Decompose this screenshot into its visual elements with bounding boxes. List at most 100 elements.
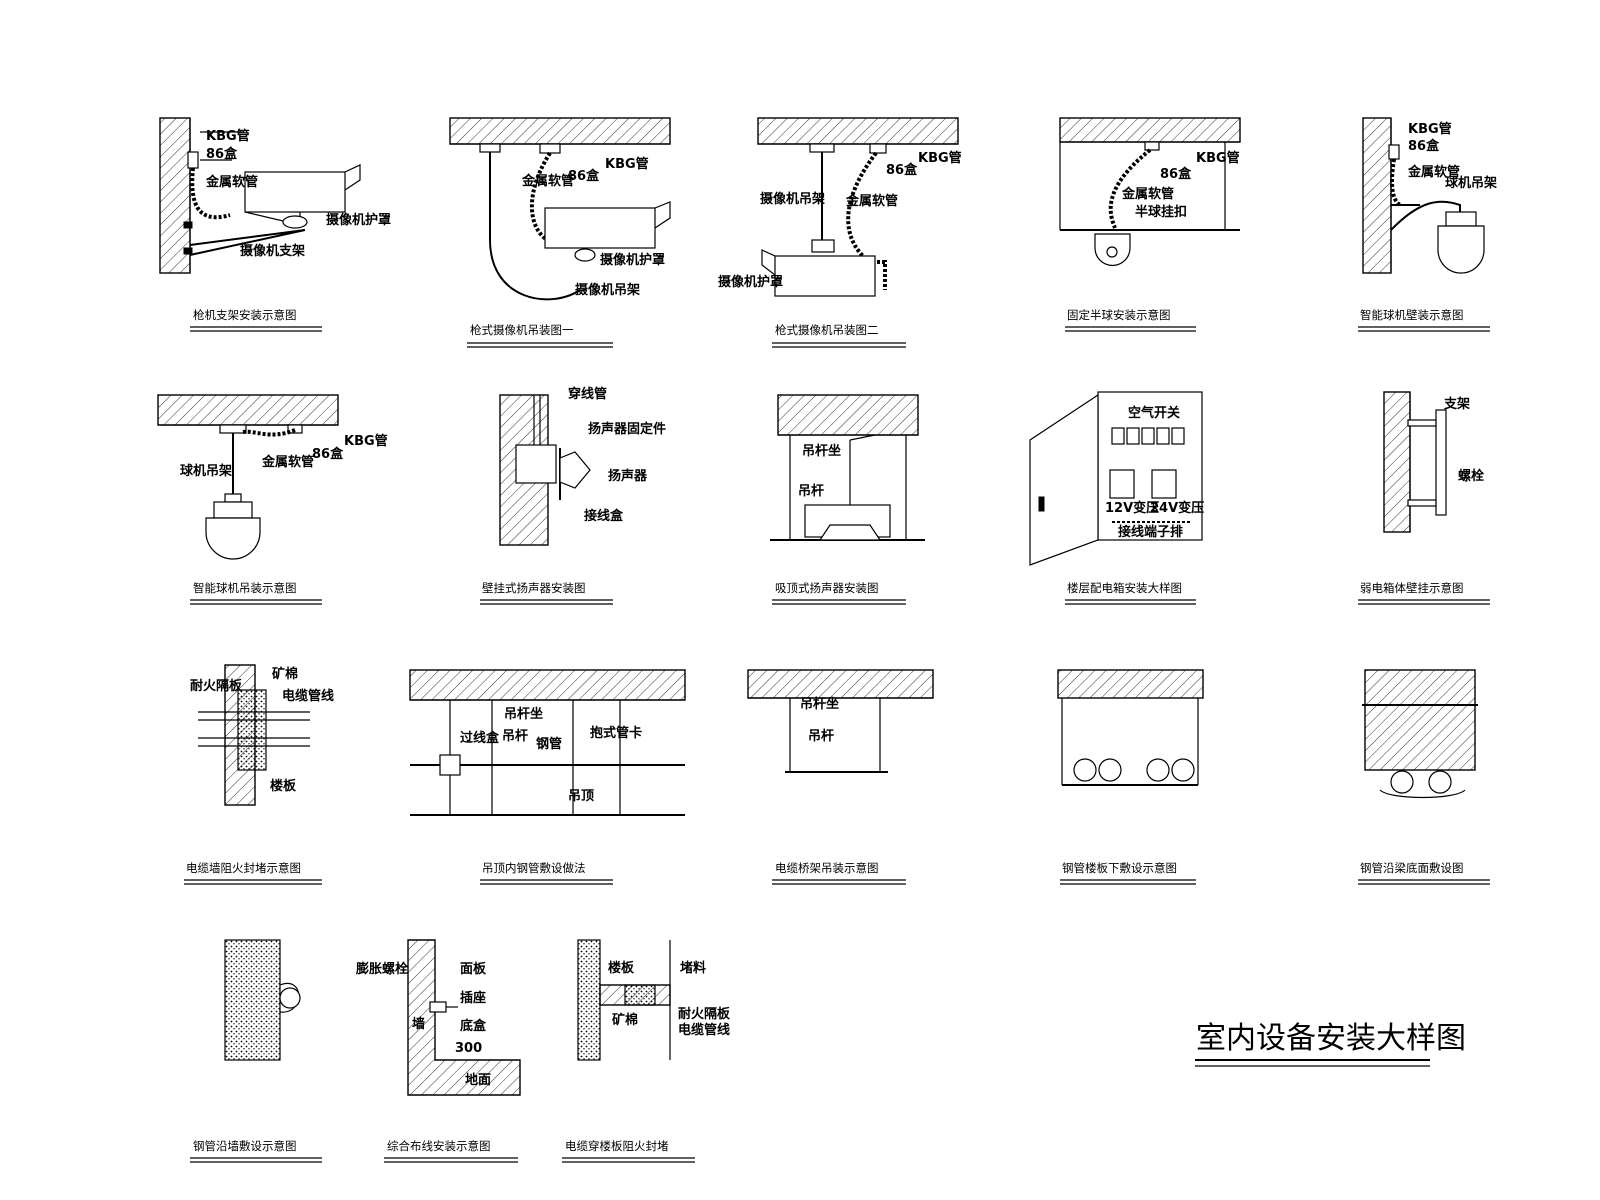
label-metal-hose: 金属软管 [521, 173, 574, 189]
label-dome-clip: 半球挂扣 [1135, 204, 1187, 220]
detail-box-wall-mount: 支架 螺栓 [1383, 391, 1484, 533]
label-86-box: 86盒 [568, 168, 600, 184]
label-kbg-pipe: KBG管 [206, 128, 250, 144]
label-fire-board: 耐火隔板 [190, 678, 243, 694]
detail-wall-firestop: 耐火隔板 矿棉 电缆管线 楼板 [190, 664, 334, 806]
detail-speed-dome-ceiling: KBG管 86盒 金属软管 球机吊架 [157, 394, 388, 560]
detail-ceiling-conduit: 过线盒 吊杆坐 吊杆 钢管 抱式管卡 吊顶 [409, 669, 686, 816]
label-12v-transformer: 12V变压 [1105, 500, 1159, 516]
caption-text: 综合布线安装示意图 [387, 1139, 491, 1153]
caption-1: 枪机支架安装示意图 [190, 308, 322, 332]
caption-9: 楼层配电箱安装大样图 [1065, 581, 1196, 605]
label-rod: 吊杆 [502, 728, 528, 744]
label-camera-housing: 摄像机护罩 [600, 252, 665, 268]
caption-12: 吊顶内钢管敷设做法 [480, 861, 613, 885]
caption-text: 钢管沿梁底面敷设图 [1360, 861, 1464, 875]
caption-16: 钢管沿墙敷设示意图 [190, 1139, 322, 1163]
caption-text: 电缆墙阻火封堵示意图 [186, 861, 301, 875]
label-conduit: 穿线管 [568, 386, 607, 402]
label-pull-box: 过线盒 [460, 730, 500, 746]
label-metal-hose: 金属软管 [1121, 186, 1174, 202]
caption-text: 智能球机吊装示意图 [193, 581, 297, 595]
label-steel-pipe: 钢管 [536, 736, 562, 752]
caption-11: 电缆墙阻火封堵示意图 [184, 861, 322, 885]
label-kbg-pipe: KBG管 [1196, 150, 1240, 166]
caption-10: 弱电箱体壁挂示意图 [1358, 581, 1490, 605]
caption-text: 吊顶内钢管敷设做法 [482, 861, 586, 875]
caption-18: 电缆穿楼板阻火封堵 [562, 1139, 695, 1163]
detail-distribution-box: 空气开关 12V变压 24V变压 接线端子排 [1029, 391, 1204, 566]
caption-text: 钢管沿墙敷设示意图 [193, 1139, 297, 1153]
caption-text: 钢管楼板下敷设示意图 [1062, 861, 1177, 875]
label-dome-hanger: 球机吊架 [180, 463, 232, 479]
caption-15: 钢管沿梁底面敷设图 [1358, 861, 1490, 885]
label-rod: 吊杆 [808, 728, 834, 744]
label-rod: 吊杆 [798, 483, 824, 499]
label-kbg-pipe: KBG管 [605, 156, 649, 172]
label-ground: 地面 [465, 1072, 491, 1088]
label-air-switch: 空气开关 [1128, 405, 1180, 421]
label-metal-hose: 金属软管 [845, 193, 898, 209]
label-86-box: 86盒 [1160, 166, 1192, 182]
caption-17: 综合布线安装示意图 [384, 1139, 518, 1163]
caption-text: 壁挂式扬声器安装图 [482, 581, 586, 595]
detail-cable-tray: 吊杆坐 吊杆 [747, 669, 934, 773]
caption-text: 电缆桥架吊装示意图 [775, 861, 879, 875]
detail-bracket-camera: KBG管 86盒 金属软管 摄像机护罩 摄像机支架 [159, 117, 391, 274]
label-dome-hanger: 球机吊架 [1445, 175, 1497, 191]
label-pipe-clamp: 抱式管卡 [590, 725, 642, 741]
label-bracket: 支架 [1443, 396, 1470, 412]
label-height-300: 300 [455, 1041, 482, 1056]
detail-wall-speaker: 穿线管 扬声器固定件 扬声器 接线盒 [499, 386, 666, 546]
label-86-box: 86盒 [886, 162, 918, 178]
label-face-plate: 面板 [460, 961, 487, 977]
label-metal-hose: 金属软管 [205, 174, 258, 190]
caption-text: 弱电箱体壁挂示意图 [1360, 581, 1464, 595]
label-24v-transformer: 24V变压 [1150, 500, 1204, 516]
caption-4: 固定半球安装示意图 [1065, 308, 1196, 332]
label-floor-slab: 楼板 [608, 960, 635, 976]
label-suspended-ceiling: 吊顶 [568, 789, 594, 804]
label-metal-hose: 金属软管 [1407, 164, 1460, 180]
detail-hanging-camera-1: KBG管 86盒 金属软管 摄像机护罩 摄像机吊架 [449, 117, 671, 301]
label-kbg-pipe: KBG管 [344, 433, 388, 449]
caption-3: 枪式摄像机吊装图二 [772, 323, 906, 348]
caption-6: 智能球机吊装示意图 [190, 581, 322, 605]
label-rod-seat: 吊杆坐 [504, 706, 543, 722]
caption-8: 吸顶式扬声器安装图 [772, 581, 906, 605]
label-speaker: 扬声器 [608, 468, 648, 484]
detail-conduit-wall [224, 939, 301, 1061]
label-cable-conduit: 电缆管线 [678, 1022, 730, 1038]
label-86-box: 86盒 [206, 146, 238, 162]
label-86-box: 86盒 [312, 446, 344, 462]
detail-fixed-dome: KBG管 86盒 金属软管 半球挂扣 [1059, 117, 1241, 267]
caption-text: 固定半球安装示意图 [1067, 308, 1171, 322]
label-rod-seat: 吊杆坐 [802, 443, 841, 459]
label-bolt: 螺栓 [1458, 468, 1484, 484]
label-fire-board: 耐火隔板 [678, 1006, 731, 1022]
label-rod-seat: 吊杆坐 [800, 696, 839, 712]
label-firestop-sealant: 堵料 [680, 960, 706, 976]
detail-speed-dome-wall: KBG管 86盒 金属软管 球机吊架 [1362, 117, 1497, 274]
label-terminal-strip: 接线端子排 [1118, 524, 1183, 540]
caption-text: 枪式摄像机吊装图二 [775, 323, 879, 337]
label-camera-hanger: 摄像机吊架 [575, 282, 640, 298]
label-cable-conduit: 电缆管线 [282, 688, 334, 704]
label-socket: 插座 [460, 990, 486, 1006]
label-wall: 墙 [412, 1016, 425, 1032]
label-camera-bracket: 摄像机支架 [240, 243, 305, 259]
caption-2: 枪式摄像机吊装图一 [467, 323, 613, 348]
detail-conduit-beam [1362, 669, 1478, 799]
drawing-title: 室内设备安装大样图 [1196, 1021, 1466, 1056]
label-speaker-mount: 扬声器固定件 [588, 421, 666, 437]
drawing-title-block: 室内设备安装大样图 [1195, 1021, 1466, 1067]
detail-ceiling-speaker: 吊杆坐 吊杆 [770, 394, 925, 541]
detail-hanging-camera-2: KBG管 86盒 金属软管 摄像机吊架 摄像机护罩 [718, 117, 962, 297]
label-back-box: 底盒 [460, 1018, 487, 1034]
caption-text: 吸顶式扬声器安装图 [775, 581, 879, 595]
label-86-box: 86盒 [1408, 138, 1440, 154]
label-kbg-pipe: KBG管 [1408, 121, 1452, 137]
label-camera-housing: 摄像机护罩 [718, 274, 783, 290]
label-mineral-wool: 矿棉 [272, 666, 298, 682]
label-mineral-wool: 矿棉 [612, 1012, 638, 1028]
